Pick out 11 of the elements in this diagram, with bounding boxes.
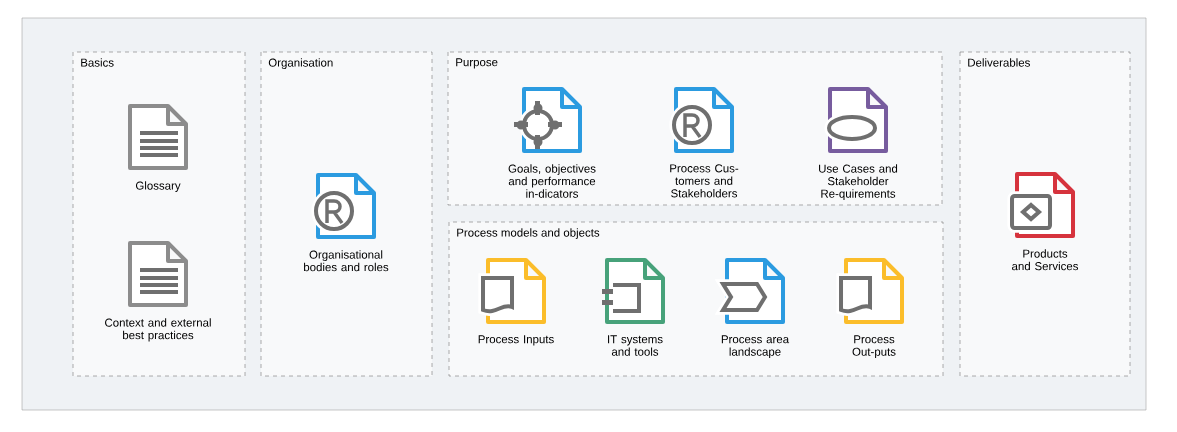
node-label: IT systems and tools	[608, 335, 663, 356]
node-label: Products and Services	[1012, 249, 1079, 271]
node-label: Use Cases and Stakeholder Re-quirements	[819, 164, 898, 201]
node-label: Goals, objectives and performance in-dicators	[508, 164, 596, 198]
node-label: Process area landscape	[721, 335, 790, 359]
node-label: Context and external best practices	[105, 318, 211, 342]
node-label: Glossary	[135, 181, 181, 192]
node-label: Process Cus-tomers and Stakeholders	[670, 164, 739, 198]
node-label: Process Inputs	[478, 335, 554, 346]
node-label: Process Out-puts	[852, 335, 896, 359]
node-label: Organisational bodies and roles	[304, 250, 389, 272]
